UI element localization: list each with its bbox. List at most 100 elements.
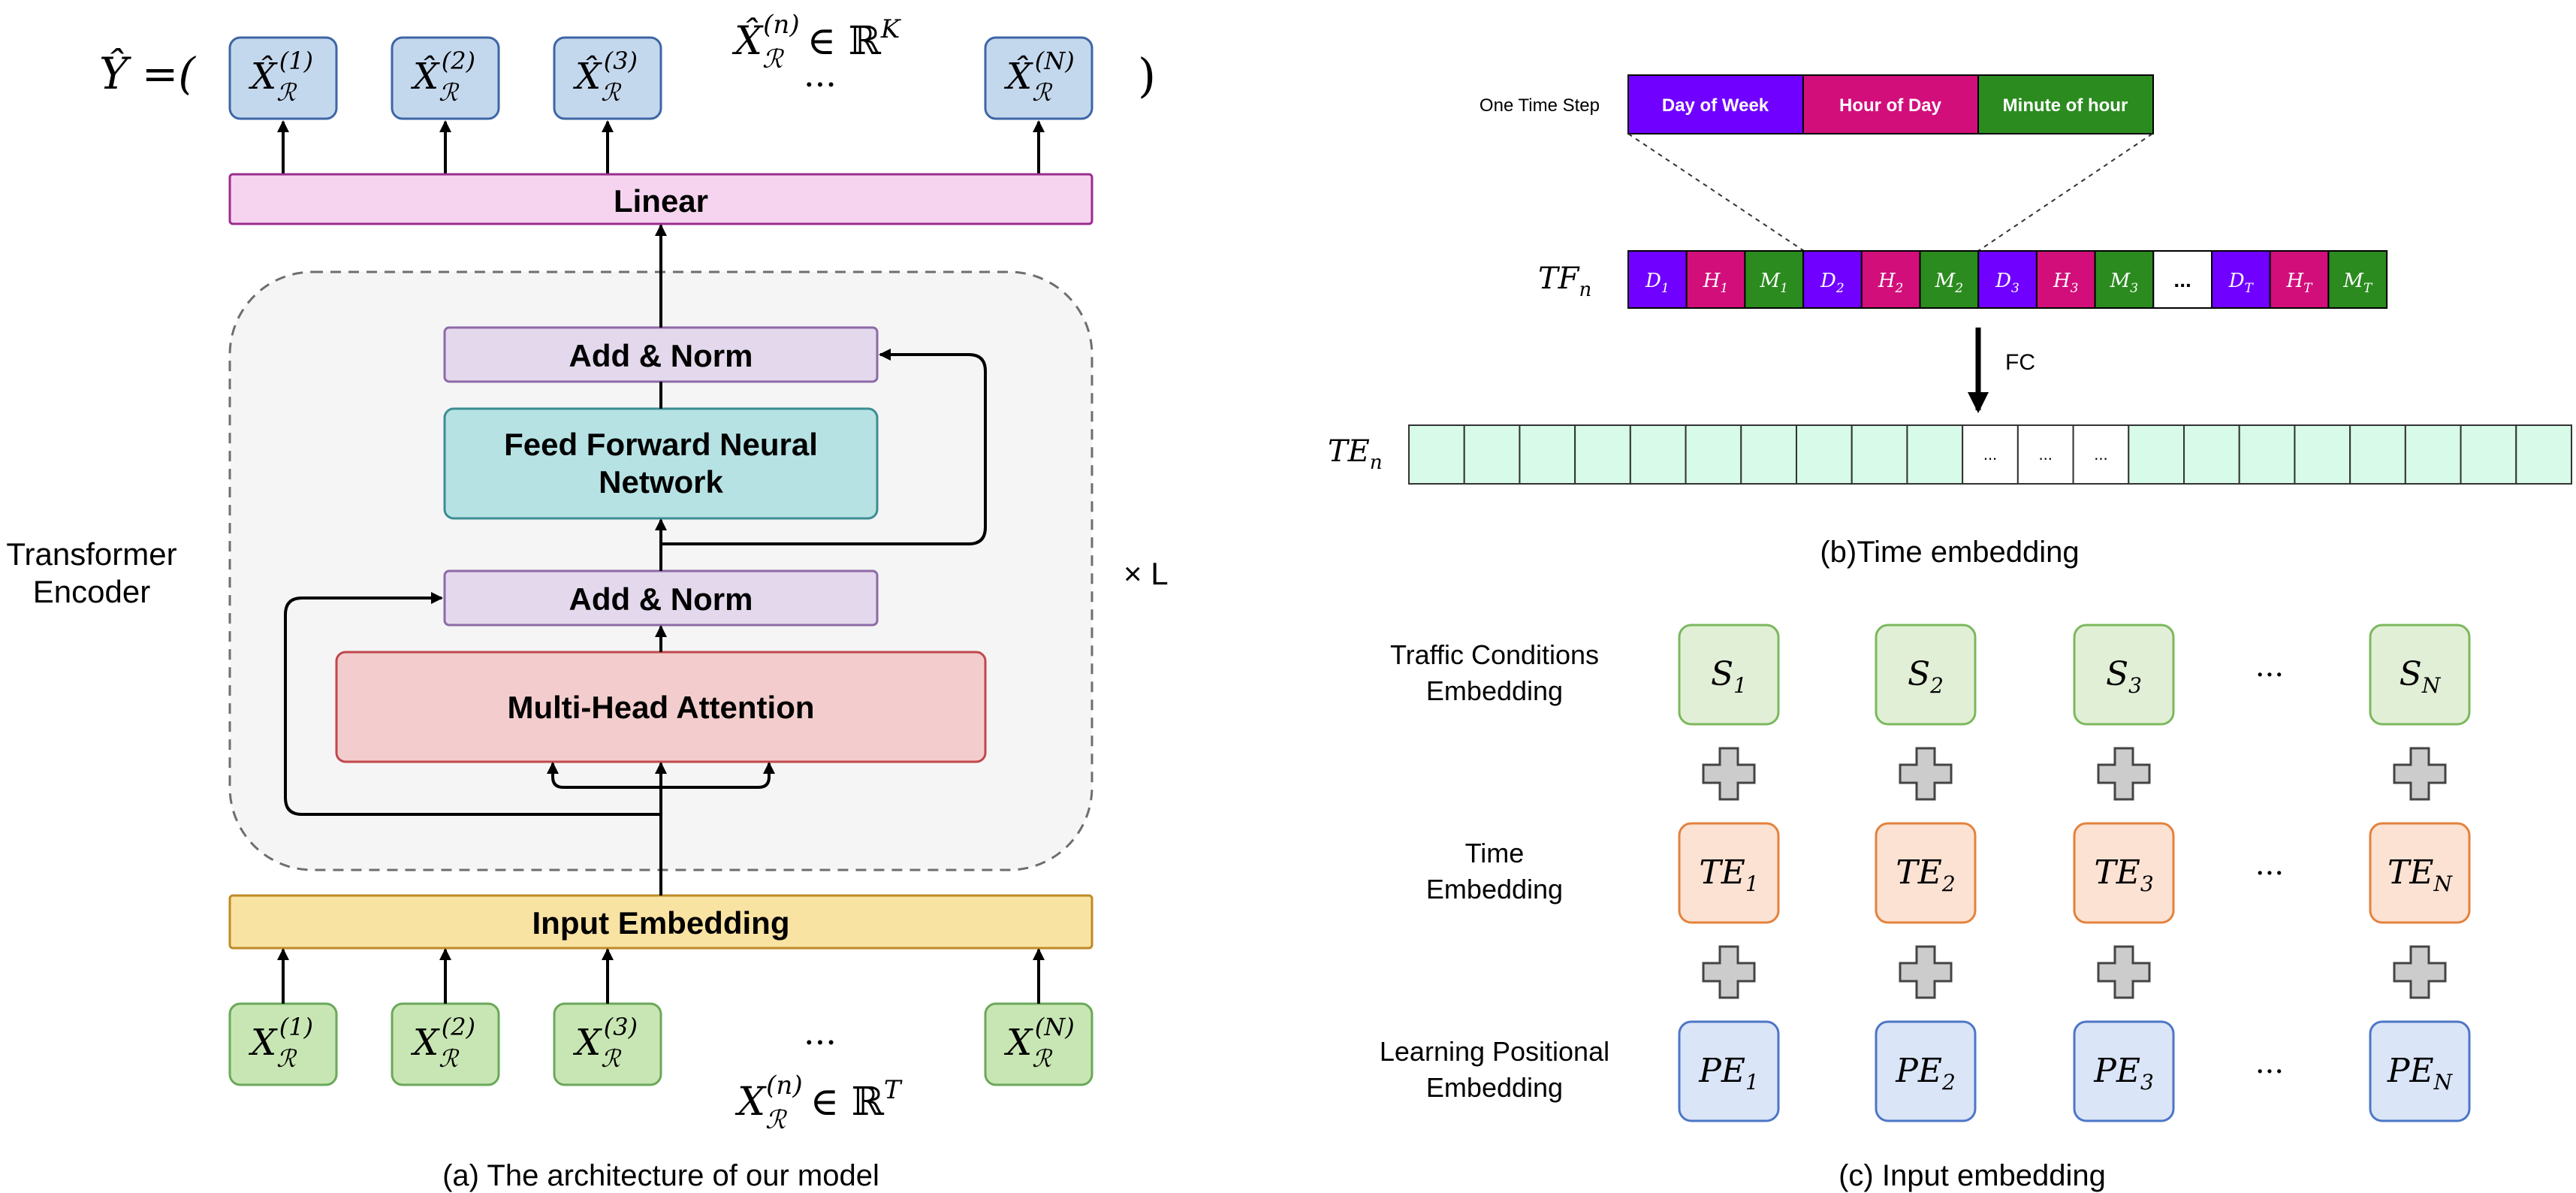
output-symbol-4: X̂ℛ(N)	[1003, 47, 1075, 107]
pe-box-4	[2369, 1020, 2471, 1122]
te-symbol-4: TEN	[2387, 853, 2453, 896]
mha-label: Multi-Head Attention	[507, 690, 814, 725]
output-box-2	[391, 36, 500, 120]
tf-cell-label-5: H2	[1878, 270, 1904, 296]
te-cell-19	[2404, 424, 2462, 485]
close-paren: )	[1138, 48, 1156, 103]
te-cell-5	[1629, 424, 1687, 485]
row-label-3-line-1: Learning Positional	[1380, 1036, 1609, 1067]
s-symbol-1: S1	[1711, 655, 1747, 698]
tf-cell-label-2: H1	[1703, 270, 1729, 296]
tf-cell-label-4: D2	[1820, 270, 1845, 296]
tf-cell-7	[1977, 250, 2038, 309]
te-cell-20	[2460, 424, 2517, 485]
s-symbol-4: SN	[2400, 655, 2442, 698]
step-segment-1	[1627, 74, 1804, 134]
tf-cell-6	[1919, 250, 1980, 309]
tf-cell-label-13: MT	[2342, 270, 2373, 296]
input-row: Xℛ(1) Xℛ(2) Xℛ(3) Xℛ(N)	[228, 948, 1093, 1086]
encoder-side-label-1: Transformer	[6, 536, 176, 572]
output-box-3	[553, 36, 662, 120]
ffn-label-1: Feed Forward Neural	[504, 427, 818, 462]
input-dims-sup: (n)	[766, 1071, 802, 1101]
tf-cell-label-7: D3	[1995, 270, 2019, 296]
te-label: TEn	[1328, 434, 1383, 474]
s-box-4	[2369, 624, 2471, 726]
te-cell-8	[1796, 424, 1853, 485]
te-cell-4	[1574, 424, 1631, 485]
plus-icon	[2393, 945, 2447, 999]
te-cell-label-11: ...	[1983, 445, 1997, 464]
te-cell-11	[1962, 424, 2019, 485]
step-segment-label-2: Hour of Day	[1839, 95, 1942, 116]
tf-cell-label-1: D1	[1645, 270, 1670, 296]
step-segment-3	[1977, 74, 2154, 134]
row-label-2-line-1: Time	[1465, 838, 1525, 868]
tf-cell-11	[2211, 250, 2271, 309]
te-box-4	[2369, 822, 2471, 924]
te-cell-7	[1740, 424, 1797, 485]
te-box-1	[1678, 822, 1780, 924]
plus-icon	[1702, 747, 1756, 801]
tf-cell-8	[2035, 250, 2096, 309]
tf-cell-label-11: DT	[2228, 270, 2255, 296]
input-embedding-label: Input Embedding	[532, 905, 790, 941]
te-cell-3	[1519, 424, 1576, 485]
te-symbol-1: TE1	[1699, 853, 1758, 896]
ffn-box	[443, 407, 879, 520]
pe-box-1	[1678, 1020, 1780, 1122]
output-dims-tail: ∈ ℝ	[807, 19, 882, 64]
input-symbol-3: Xℛ(3)	[572, 1013, 638, 1073]
tf-cell-label-12: HT	[2285, 270, 2313, 296]
output-dims-exp: K	[880, 14, 902, 44]
add-norm-bottom-label: Add & Norm	[569, 581, 753, 617]
input-symbol-4: Xℛ(N)	[1003, 1013, 1075, 1073]
te-symbol-3: TE3	[2094, 853, 2153, 896]
output-dims-base: X̂	[731, 18, 764, 64]
output-dims-sup: (n)	[763, 10, 799, 40]
s-box-2	[1875, 624, 1977, 726]
te-cell-18	[2349, 424, 2406, 485]
te-cell-label-13: ...	[2094, 445, 2107, 464]
plus-icon	[2097, 747, 2151, 801]
architecture-panel: Ŷ =( ) X̂ℛ(1)X̂ℛ(2)X̂ℛ(3)X̂ℛ(N) X̂ℛ (n) ∈ …	[6, 10, 1168, 1192]
te-cell-10	[1906, 424, 1964, 485]
output-row: X̂ℛ(1)X̂ℛ(2)X̂ℛ(3)X̂ℛ(N)	[228, 36, 1093, 174]
tf-cell-1	[1627, 250, 1688, 309]
plus-icon	[1702, 945, 1756, 999]
input-symbol-1: Xℛ(1)	[248, 1013, 313, 1073]
pe-symbol-1: PE1	[1698, 1052, 1759, 1095]
s-symbol-3: S3	[2106, 655, 2142, 698]
input-dims-tail: ∈ ℝ	[810, 1080, 885, 1125]
te-symbol-2: TE2	[1896, 853, 1955, 896]
plus-rows	[1702, 747, 2447, 999]
plus-icon	[2097, 945, 2151, 999]
input-symbol-2: Xℛ(2)	[410, 1013, 475, 1073]
te-cell-row: .........	[1408, 424, 2572, 485]
te-box-3	[2073, 822, 2175, 924]
row-ellipsis-1: ···	[2255, 658, 2284, 693]
output-dims-label: X̂ℛ(n)∈ ℝK ...	[731, 10, 902, 95]
linear-label: Linear	[614, 183, 708, 219]
row-label-1-line-2: Embedding	[1426, 675, 1563, 706]
te-cell-13	[2072, 424, 2130, 485]
input-dims-label: ... Xℛ(n)∈ ℝT	[734, 1012, 903, 1135]
output-dims-sub: ℛ	[762, 44, 785, 74]
ffn-label-2: Network	[599, 464, 723, 500]
y-hat-prefix: Ŷ =(	[99, 48, 196, 99]
encoder-side-label-2: Encoder	[33, 574, 150, 609]
row-label-3-line-2: Embedding	[1426, 1072, 1563, 1103]
input-dims-exp: T	[884, 1075, 903, 1105]
plus-icon	[1899, 945, 1953, 999]
te-cell-15	[2183, 424, 2240, 485]
architecture-caption: (a) The architecture of our model	[442, 1159, 879, 1192]
plus-icon	[1899, 747, 1953, 801]
add-norm-top-label: Add & Norm	[569, 338, 753, 373]
te-box-2	[1875, 822, 1977, 924]
fc-label: FC	[2005, 350, 2035, 375]
pe-symbol-4: PEN	[2387, 1052, 2454, 1095]
